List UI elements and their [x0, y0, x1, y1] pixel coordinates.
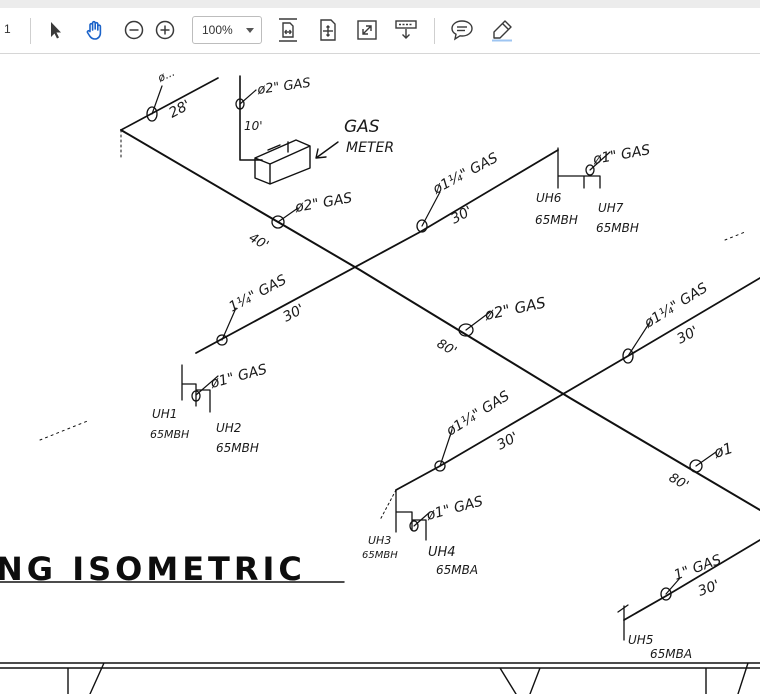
fit-width-icon[interactable] [312, 14, 344, 46]
zoom-out-icon[interactable] [118, 14, 150, 46]
fit-page-icon[interactable] [272, 14, 304, 46]
label-branch-114-right: ø1¼" GAS [641, 280, 711, 332]
zoom-in-icon[interactable] [149, 14, 181, 46]
chevron-down-icon [246, 28, 254, 33]
label-main-2-gas-mid: ø2" GAS [482, 293, 548, 324]
uh3-drop [395, 489, 427, 541]
title-block-frame [0, 662, 760, 694]
highlight-pen-icon[interactable] [486, 14, 518, 46]
label-uh6-1-gas: ø1" GAS [591, 142, 652, 168]
toolbar-divider [30, 18, 31, 44]
hand-tool-icon[interactable] [79, 14, 111, 46]
drawing-title: NG ISOMETRIC [0, 550, 306, 588]
toolbar-divider [434, 18, 435, 44]
uh3-dash [379, 489, 397, 521]
label-main-2-gas: ø2" GAS [293, 190, 354, 216]
comment-icon[interactable] [446, 14, 478, 46]
label-gas-meter-1: GAS [344, 117, 380, 137]
label-len-80-mid: 80' [434, 336, 459, 359]
pdf-toolbar: 1 100% [0, 8, 760, 54]
tag-main-low [695, 451, 717, 467]
label-uh5-rate: 65MBA [650, 647, 692, 661]
label-branch-114-lower: ø1¼" GAS [443, 388, 513, 440]
label-uh7: UH7 [598, 201, 624, 215]
label-uh7-rate: 65MBH [596, 221, 639, 235]
label-len-30-uh5: 30' [696, 577, 722, 599]
label-len-10: 10' [244, 119, 263, 133]
label-gas-meter-2: METER [346, 140, 394, 156]
branch-uh5 [623, 539, 760, 621]
label-uh5: UH5 [628, 633, 653, 647]
pdf-page-viewport[interactable]: ø... 28' ø2" GAS 10' GAS METER ø2" GAS 4… [0, 54, 760, 694]
label-riser-2-gas: ø2" GAS [255, 76, 311, 98]
tag-main-mid [465, 311, 491, 331]
select-arrow-icon[interactable] [40, 14, 72, 46]
uh3-1in-tag [413, 511, 431, 527]
uh5-drop [617, 604, 629, 641]
zoom-level-select[interactable]: 100% [192, 16, 262, 44]
uh1-1in-tag [195, 375, 219, 396]
tag-riser [239, 89, 257, 105]
label-uh6-rate: 65MBH [535, 213, 578, 227]
page-number: 1 [4, 22, 11, 36]
label-uh2-rate: 65MBH [216, 441, 259, 455]
label-uh3-rate: 65MBH [362, 550, 398, 561]
label-top-left: ø... [155, 66, 177, 85]
label-uh6: UH6 [536, 191, 562, 205]
uh5-1in-tag [665, 577, 681, 595]
gas-meter [254, 139, 311, 185]
full-screen-icon[interactable] [351, 14, 383, 46]
label-uh3-1-gas: ø1" GAS [424, 493, 485, 524]
label-uh1-rate: 65MBH [150, 428, 189, 441]
label-uh2: UH2 [216, 421, 241, 435]
label-main-right-cut: ø1 [711, 439, 735, 462]
window-top-strip [0, 0, 760, 8]
label-len-30-top: 30' [448, 203, 475, 227]
label-uh1: UH1 [152, 407, 177, 421]
branch-lower [395, 277, 760, 491]
zoom-level-value: 100% [202, 23, 233, 37]
meter-arrow [315, 141, 339, 159]
tag-branch-left [221, 307, 237, 341]
tag-main-2in [277, 207, 299, 223]
label-len-40: 40' [246, 230, 271, 253]
isometric-drawing: ø... 28' ø2" GAS 10' GAS METER ø2" GAS 4… [0, 66, 760, 694]
tag-top-left [151, 85, 163, 115]
label-len-80-low: 80' [666, 470, 691, 493]
branch-upper [195, 149, 559, 354]
uh1-drop [181, 364, 211, 413]
label-uh1-1-gas: ø1" GAS [208, 361, 269, 392]
main-gas-pipe [120, 129, 760, 511]
uh6-drop [557, 147, 601, 189]
label-branch-114-left: 1¼" GAS [226, 272, 289, 316]
tag-branch-114 [421, 191, 441, 227]
label-len-28: 28' [166, 97, 193, 121]
label-uh4-rate: 65MBA [436, 563, 478, 577]
scrolling-mode-icon[interactable] [390, 14, 422, 46]
tag-lower-114 [439, 429, 453, 467]
label-uh3: UH3 [368, 534, 391, 547]
label-uh4: UH4 [428, 545, 456, 560]
feed-pipe-top [120, 77, 219, 131]
